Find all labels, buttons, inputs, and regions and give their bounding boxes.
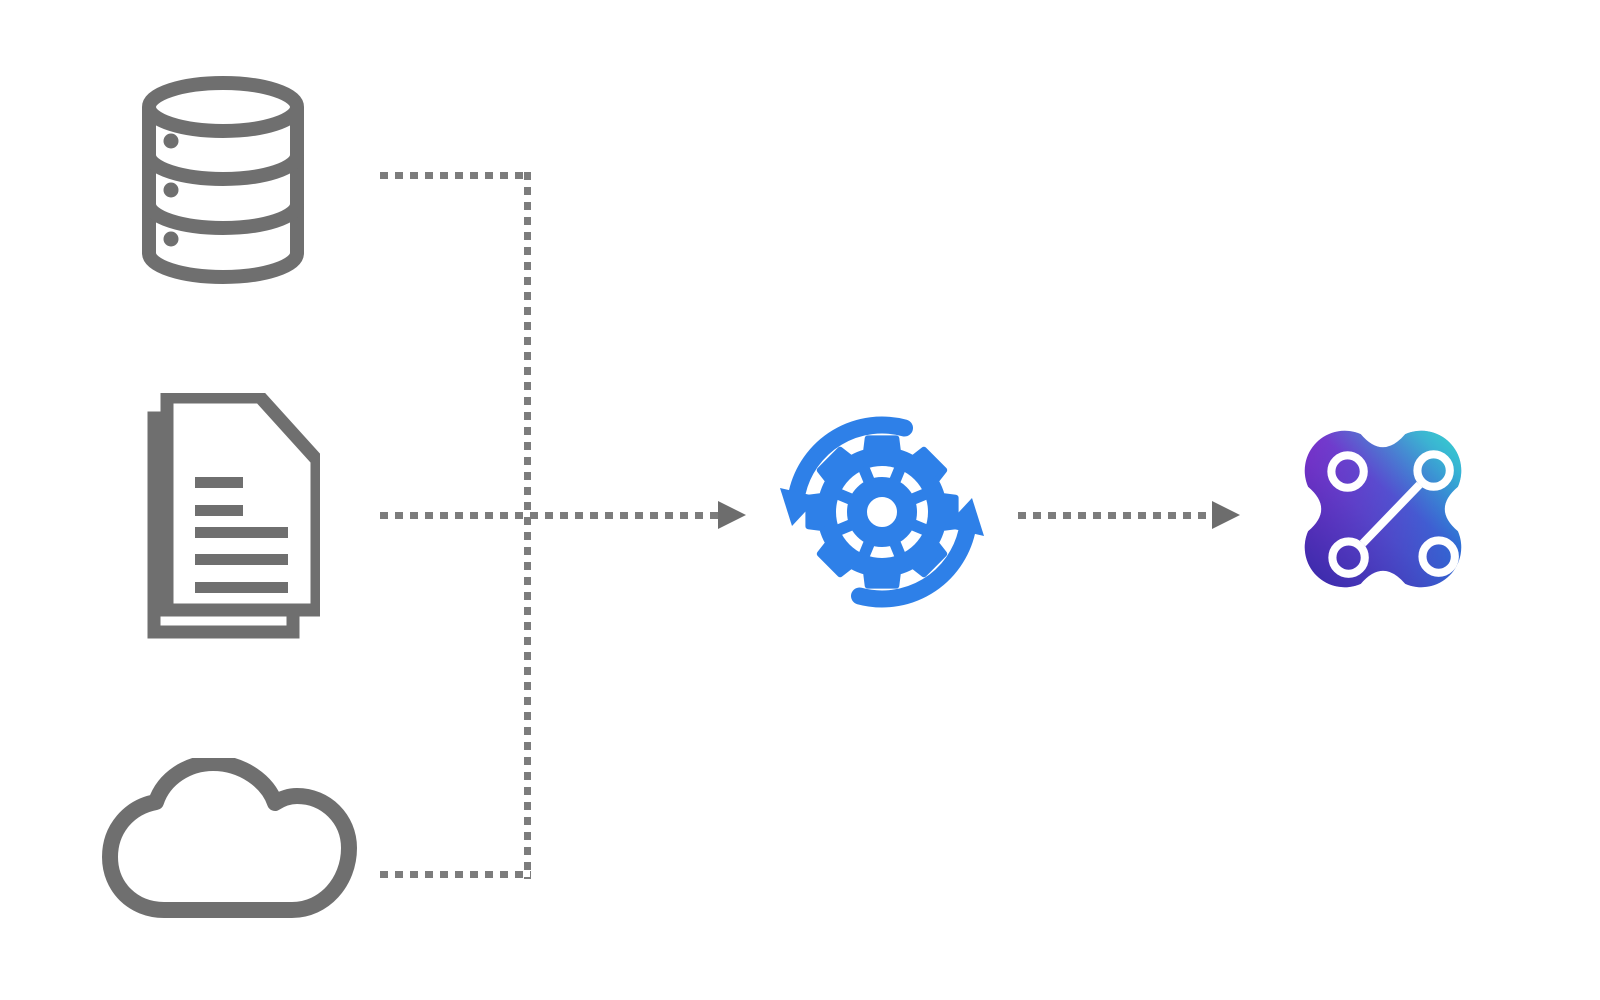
cloud-icon <box>102 758 357 918</box>
refresh-arrowhead-right <box>945 498 984 536</box>
connector-to-process <box>380 512 720 519</box>
connector-merge-vertical <box>524 172 531 879</box>
database-node <box>135 73 311 285</box>
process-node <box>770 400 994 624</box>
documents-icon <box>147 393 320 639</box>
arrowhead-to-process-icon <box>718 501 746 529</box>
refresh-arc-top <box>788 416 913 501</box>
sync-gear-icon <box>780 416 984 608</box>
documents-node <box>146 393 320 639</box>
gear-inner-spokes <box>834 464 930 560</box>
node-graph-detail <box>1327 450 1459 578</box>
output-node <box>1300 426 1466 592</box>
connector-cloud-horizontal <box>380 871 531 878</box>
refresh-arrowhead-left <box>780 488 819 526</box>
arrowhead-to-output-icon <box>1212 501 1240 529</box>
cloud-node <box>96 758 364 928</box>
refresh-arc-bottom <box>851 523 976 608</box>
connector-database-horizontal <box>380 172 531 179</box>
connector-process-to-output <box>1018 512 1212 519</box>
connected-nodes-icon <box>1304 430 1462 588</box>
database-icon <box>142 76 304 284</box>
